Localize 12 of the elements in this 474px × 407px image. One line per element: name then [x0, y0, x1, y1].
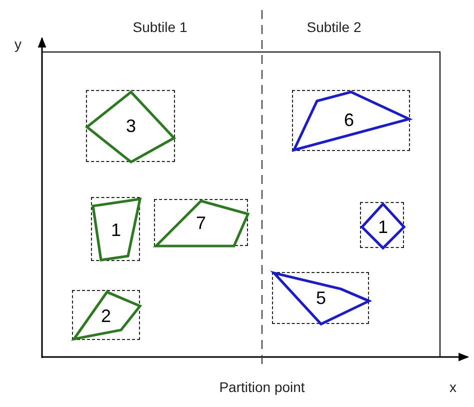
axis-label: x	[450, 380, 456, 394]
shape-number: 1	[378, 218, 388, 236]
shape-number: 6	[344, 111, 354, 129]
shape-number: 2	[101, 307, 111, 325]
subtile-label: Subtile 2	[306, 20, 362, 34]
shape-number: 1	[111, 221, 121, 239]
shape-number: 7	[196, 214, 206, 232]
shape-number: 5	[316, 289, 326, 307]
axis-label: y	[14, 37, 22, 51]
subtile-label: Subtile 1	[132, 20, 188, 34]
axis-label: Partition point	[219, 380, 305, 394]
shape-number: 3	[126, 117, 136, 135]
